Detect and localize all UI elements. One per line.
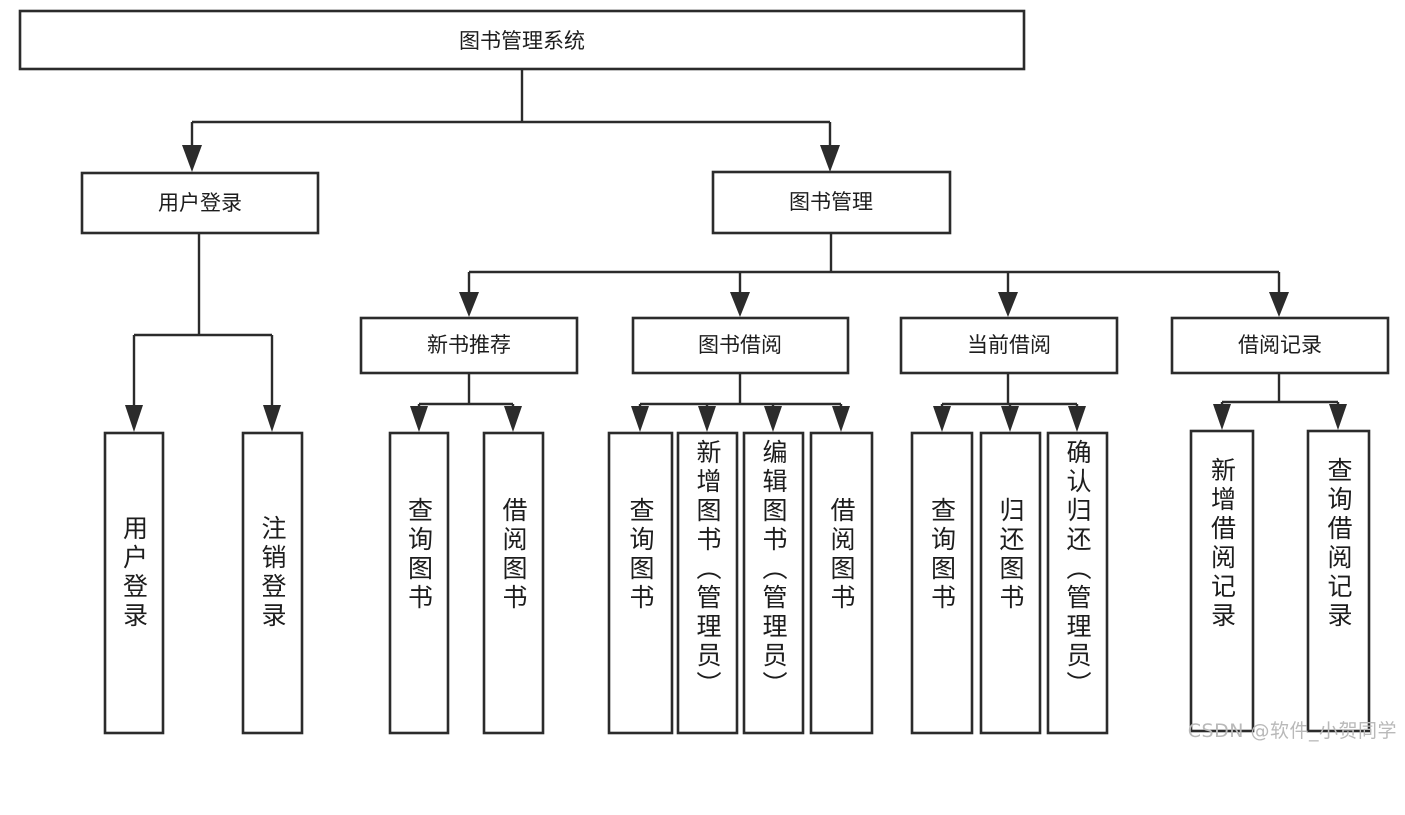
label-user-login: 用户登录 <box>158 191 242 215</box>
node-book-borrow[interactable] <box>631 316 850 375</box>
csdn-watermark: CSDN @软件_小贺同学 <box>1187 720 1397 742</box>
node-box-group <box>18 9 1390 735</box>
arrowhead-current-borrow <box>998 292 1018 317</box>
arrowhead-leaf-edit-book <box>764 406 782 432</box>
arrowhead-user-login <box>182 145 202 172</box>
arrowhead-leaf-add-book <box>698 406 716 432</box>
arrowhead-leaf-user-login <box>125 405 143 432</box>
node-leaf-add-book[interactable] <box>676 431 739 735</box>
node-leaf-user-login[interactable] <box>103 431 165 735</box>
node-leaf-query-book-3[interactable] <box>910 431 974 735</box>
node-leaf-add-record[interactable] <box>1189 429 1255 733</box>
arrowhead-leaf-query-book-2 <box>631 406 649 432</box>
arrowhead-leaf-query-record <box>1329 404 1347 430</box>
label-current-borrow: 当前借阅 <box>967 333 1051 357</box>
label-book-borrow: 图书借阅 <box>698 333 782 357</box>
label-root: 图书管理系统 <box>459 29 585 53</box>
node-leaf-borrow-book-2[interactable] <box>809 431 874 735</box>
flowchart-svg: 图书管理系统 用户登录 图书管理 新书推荐 图书借阅 当前借阅 借阅记录 <box>18 9 1390 735</box>
node-leaf-query-book-2[interactable] <box>607 431 674 735</box>
arrowhead-leaf-add-record <box>1213 404 1231 430</box>
node-leaf-query-book-1[interactable] <box>388 431 450 735</box>
label-new-book-recommend: 新书推荐 <box>427 333 511 357</box>
node-leaf-user-logout[interactable] <box>241 431 304 735</box>
node-leaf-return-book[interactable] <box>979 431 1042 735</box>
arrowhead-leaf-borrow-book-2 <box>832 406 850 432</box>
arrowhead-borrow-record <box>1269 292 1289 317</box>
node-borrow-record[interactable] <box>1170 316 1390 375</box>
node-book-management[interactable] <box>711 170 952 235</box>
label-borrow-record: 借阅记录 <box>1238 333 1322 357</box>
arrowhead-leaf-return-book <box>1001 406 1019 432</box>
node-leaf-query-record[interactable] <box>1306 429 1371 733</box>
node-current-borrow[interactable] <box>899 316 1119 375</box>
node-label-group: 图书管理系统 用户登录 图书管理 新书推荐 图书借阅 当前借阅 借阅记录 <box>158 29 1322 357</box>
arrowhead-leaf-query-book-1 <box>410 406 428 432</box>
arrowhead-leaf-user-logout <box>263 405 281 432</box>
node-new-book-recommend[interactable] <box>359 316 579 375</box>
label-book-management: 图书管理 <box>789 190 873 214</box>
arrowhead-group <box>125 145 1347 432</box>
arrowhead-book-management <box>820 145 840 172</box>
node-user-login[interactable] <box>80 171 320 235</box>
arrowhead-new-book-recommend <box>459 292 479 317</box>
node-root[interactable] <box>18 9 1026 71</box>
arrowhead-leaf-confirm-return <box>1068 406 1086 432</box>
node-leaf-borrow-book-1[interactable] <box>482 431 545 735</box>
arrowhead-leaf-query-book-3 <box>933 406 951 432</box>
arrowhead-leaf-borrow-book-1 <box>504 406 522 432</box>
arrowhead-book-borrow <box>730 292 750 317</box>
flowchart-canvas: 图书管理系统 用户登录 图书管理 新书推荐 图书借阅 当前借阅 借阅记录 用户登… <box>18 9 1397 742</box>
node-leaf-confirm-return[interactable] <box>1046 431 1109 735</box>
node-leaf-edit-book[interactable] <box>742 431 805 735</box>
